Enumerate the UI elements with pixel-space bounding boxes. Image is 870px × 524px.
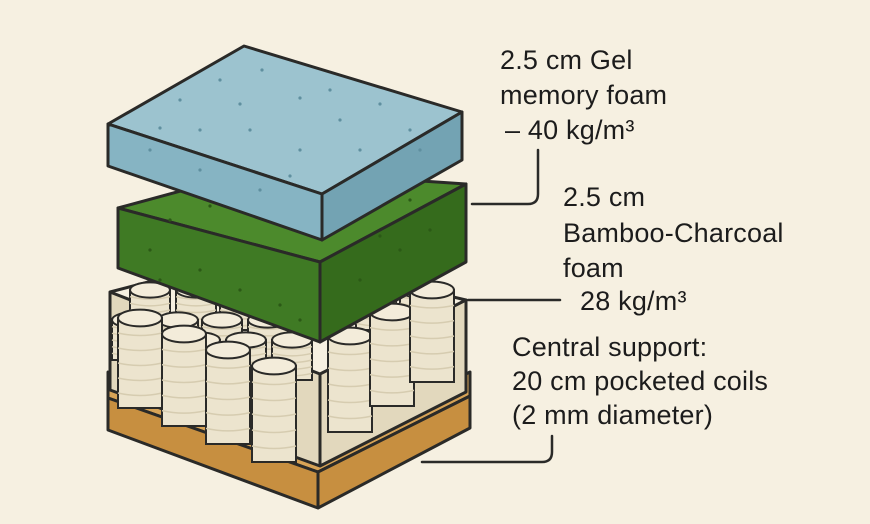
- pocketed-coil: [327, 326, 373, 433]
- gel-texture: [148, 68, 422, 192]
- label-gel-foam-line3: – 40 kg/m³: [505, 115, 635, 145]
- label-bamboo-foam-line4: 28 kg/m³: [580, 286, 687, 316]
- pocketed-coil: [409, 280, 455, 383]
- leader-line-gel: [470, 148, 540, 206]
- pocketed-coil: [205, 340, 251, 445]
- pocketed-coil: [251, 356, 297, 463]
- label-bamboo-foam-line3: foam: [563, 253, 624, 283]
- label-gel-foam-line2: memory foam: [500, 80, 668, 110]
- label-bamboo-foam-line2: Bamboo-Charcoal: [563, 218, 784, 248]
- label-support-line2: 20 cm pocketed coils: [512, 366, 769, 396]
- label-support-line1: Central support:: [512, 332, 708, 362]
- pocketed-coil: [369, 302, 415, 407]
- leader-lines: [420, 148, 562, 464]
- pocketed-coil: [161, 324, 207, 427]
- label-support-line3: (2 mm diameter): [512, 400, 714, 430]
- leader-line-support: [420, 434, 554, 464]
- label-bamboo-foam-line1: 2.5 cm: [563, 182, 646, 212]
- pocketed-coil: [117, 308, 163, 409]
- label-gel-foam-line1: 2.5 cm Gel: [500, 45, 633, 75]
- gel-memory-foam-layer: [106, 44, 464, 242]
